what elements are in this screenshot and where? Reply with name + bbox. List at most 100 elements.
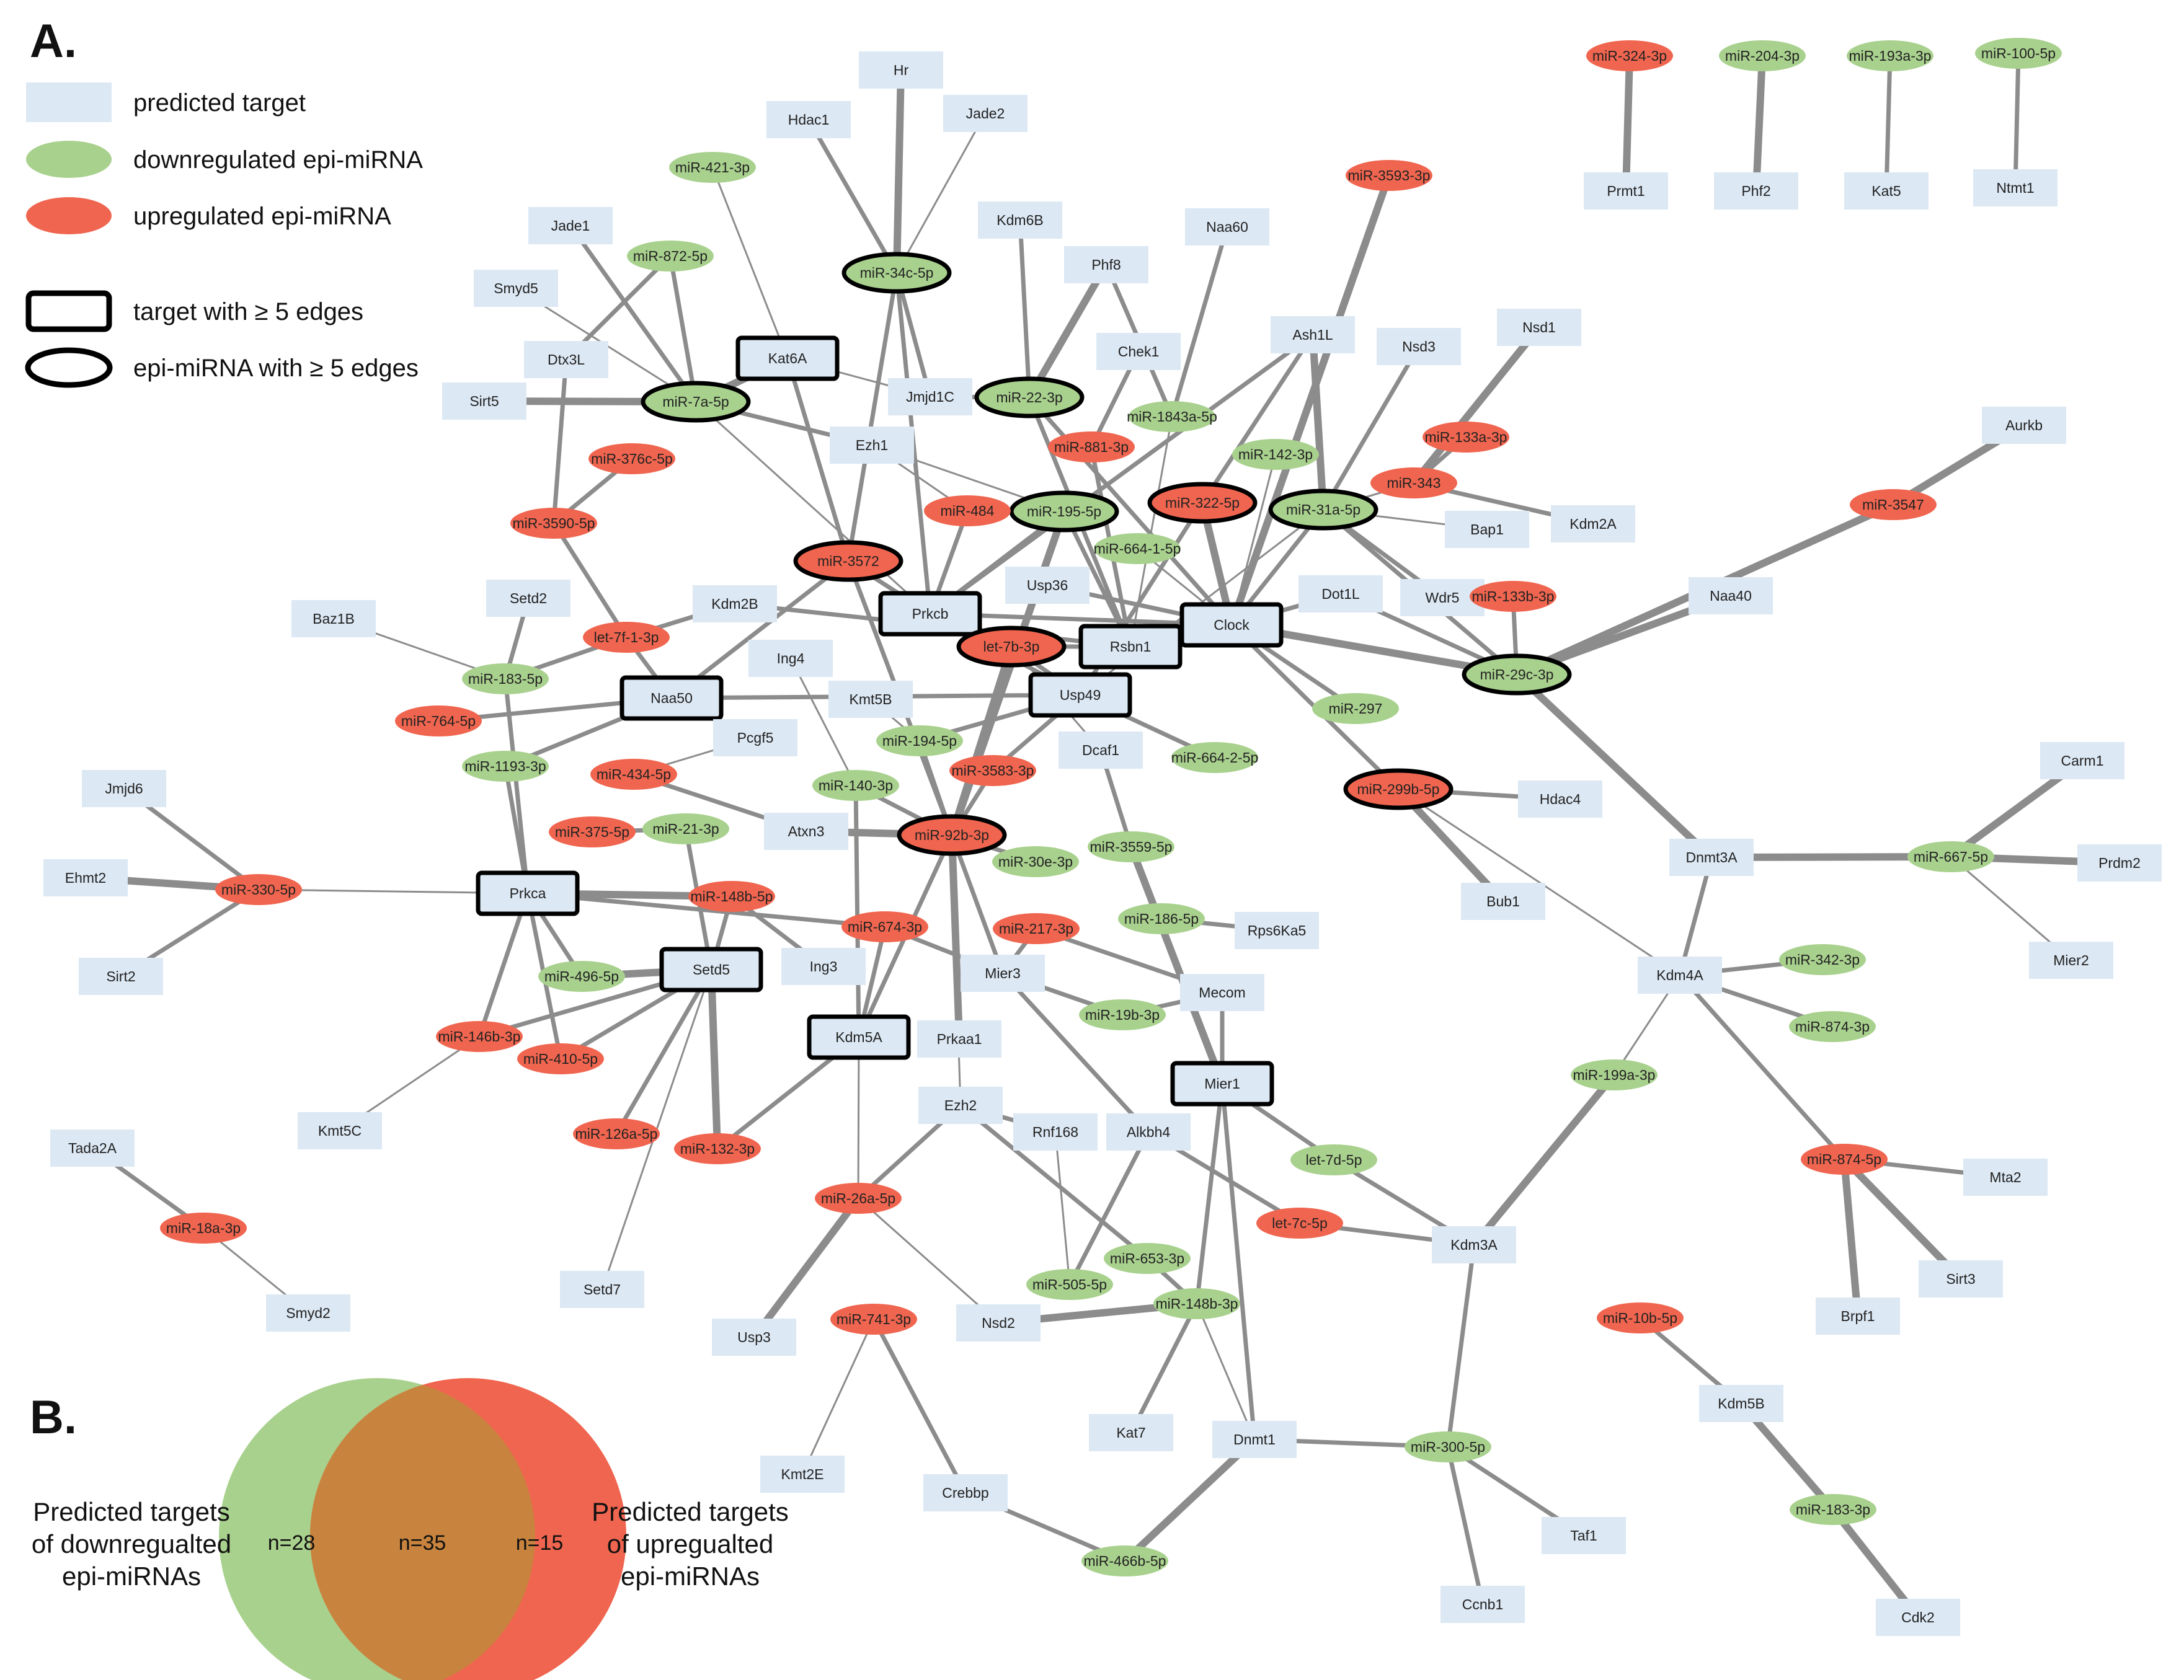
node-prmt1[interactable]: Prmt1: [1584, 172, 1668, 210]
node-let-7d-5p[interactable]: let-7d-5p: [1290, 1144, 1377, 1175]
node-mir-21-3p[interactable]: miR-21-3p: [642, 813, 729, 844]
node-kdm3a[interactable]: Kdm3A: [1432, 1226, 1516, 1263]
node-mir-19b-3p[interactable]: miR-19b-3p: [1079, 999, 1166, 1030]
node-mir-300-5p[interactable]: miR-300-5p: [1405, 1431, 1491, 1462]
node-kdm6b[interactable]: Kdm6B: [978, 201, 1062, 239]
node-mir-741-3p[interactable]: miR-741-3p: [830, 1304, 917, 1335]
node-ing4[interactable]: Ing4: [748, 640, 833, 677]
node-bub1[interactable]: Bub1: [1461, 883, 1545, 920]
node-mir-204-3p[interactable]: miR-204-3p: [1719, 40, 1806, 71]
node-mir-764-5p[interactable]: miR-764-5p: [395, 705, 482, 736]
node-ing3[interactable]: Ing3: [781, 948, 866, 985]
node-mir-31a-5p[interactable]: miR-31a-5p: [1268, 489, 1378, 531]
node-phf8[interactable]: Phf8: [1064, 246, 1148, 283]
node-mir-342-3p[interactable]: miR-342-3p: [1779, 944, 1866, 975]
node-mir-421-3p[interactable]: miR-421-3p: [669, 152, 756, 183]
node-nsd1[interactable]: Nsd1: [1497, 309, 1581, 346]
node-mir-133a-3p[interactable]: miR-133a-3p: [1423, 422, 1509, 453]
node-setd5[interactable]: Setd5: [659, 947, 763, 993]
node-mier3[interactable]: Mier3: [961, 955, 1045, 992]
node-mir-881-3p[interactable]: miR-881-3p: [1048, 431, 1135, 462]
node-carm1[interactable]: Carm1: [2040, 742, 2124, 779]
node-jmjd6[interactable]: Jmjd6: [82, 770, 166, 807]
node-tada2a[interactable]: Tada2A: [50, 1130, 135, 1167]
node-kdm5b[interactable]: Kdm5B: [1699, 1385, 1783, 1422]
node-kdm5a[interactable]: Kdm5A: [807, 1014, 911, 1060]
node-mir-148b-3p[interactable]: miR-148b-3p: [1153, 1288, 1240, 1319]
node-ash1l[interactable]: Ash1L: [1271, 316, 1355, 353]
node-jade2[interactable]: Jade2: [943, 95, 1028, 132]
node-mir-183-3p[interactable]: miR-183-3p: [1790, 1494, 1876, 1525]
node-mir-376c-5p[interactable]: miR-376c-5p: [588, 443, 675, 474]
node-alkbh4[interactable]: Alkbh4: [1106, 1113, 1191, 1151]
node-mir-324-3p[interactable]: miR-324-3p: [1586, 40, 1673, 71]
node-setd7[interactable]: Setd7: [560, 1271, 644, 1308]
node-phf2[interactable]: Phf2: [1714, 172, 1798, 210]
node-dot1l[interactable]: Dot1L: [1298, 575, 1383, 612]
node-mir-664-2-5p[interactable]: miR-664-2-5p: [1171, 742, 1259, 773]
node-mir-194-5p[interactable]: miR-194-5p: [876, 725, 963, 756]
node-prdm2[interactable]: Prdm2: [2077, 844, 2162, 882]
node-let-7f-1-3p[interactable]: let-7f-1-3p: [583, 622, 670, 653]
node-jmjd1c[interactable]: Jmjd1C: [888, 378, 972, 415]
node-mir-330-5p[interactable]: miR-330-5p: [215, 874, 302, 905]
node-hr[interactable]: Hr: [859, 51, 943, 89]
node-mir-410-5p[interactable]: miR-410-5p: [517, 1043, 604, 1074]
node-mir-3572[interactable]: miR-3572: [793, 540, 903, 582]
node-hdac1[interactable]: Hdac1: [766, 101, 851, 138]
node-ezh1[interactable]: Ezh1: [830, 427, 914, 464]
node-kmt2e[interactable]: Kmt2E: [760, 1456, 845, 1493]
node-clock[interactable]: Clock: [1179, 602, 1284, 648]
node-mir-7a-5p[interactable]: miR-7a-5p: [641, 381, 751, 423]
node-mir-872-5p[interactable]: miR-872-5p: [627, 241, 714, 272]
node-taf1[interactable]: Taf1: [1542, 1517, 1626, 1554]
node-mir-146b-3p[interactable]: miR-146b-3p: [436, 1021, 523, 1052]
node-pcgf5[interactable]: Pcgf5: [713, 719, 797, 756]
node-prkaa1[interactable]: Prkaa1: [917, 1020, 1001, 1058]
node-dcaf1[interactable]: Dcaf1: [1059, 732, 1143, 769]
node-ezh2[interactable]: Ezh2: [918, 1087, 1003, 1124]
node-mir-126a-5p[interactable]: miR-126a-5p: [573, 1118, 660, 1149]
node-mir-217-3p[interactable]: miR-217-3p: [993, 913, 1080, 944]
node-mier2[interactable]: Mier2: [2029, 942, 2113, 979]
node-kdm2b[interactable]: Kdm2B: [693, 585, 777, 622]
node-mta2[interactable]: Mta2: [1963, 1159, 2048, 1196]
node-mir-1193-3p[interactable]: miR-1193-3p: [462, 751, 549, 782]
node-crebbp[interactable]: Crebbp: [923, 1474, 1008, 1511]
node-rsbn1[interactable]: Rsbn1: [1078, 624, 1183, 670]
node-ehmt2[interactable]: Ehmt2: [43, 859, 128, 896]
node-mir-132-3p[interactable]: miR-132-3p: [674, 1133, 761, 1164]
node-mir-34c-5p[interactable]: miR-34c-5p: [841, 252, 952, 294]
node-nsd2[interactable]: Nsd2: [956, 1304, 1041, 1342]
node-sirt2[interactable]: Sirt2: [79, 958, 163, 995]
node-mir-140-3p[interactable]: miR-140-3p: [812, 770, 899, 801]
node-mir-496-5p[interactable]: miR-496-5p: [538, 961, 625, 992]
node-dnmt1[interactable]: Dnmt1: [1212, 1421, 1297, 1458]
node-atxn3[interactable]: Atxn3: [764, 813, 848, 850]
node-mir-322-5p[interactable]: miR-322-5p: [1147, 482, 1258, 524]
node-bap1[interactable]: Bap1: [1445, 511, 1529, 548]
node-kmt5c[interactable]: Kmt5C: [298, 1112, 382, 1149]
node-hdac4[interactable]: Hdac4: [1518, 780, 1602, 818]
node-mir-199a-3p[interactable]: miR-199a-3p: [1571, 1059, 1658, 1090]
node-baz1b[interactable]: Baz1B: [291, 600, 376, 637]
node-kdm4a[interactable]: Kdm4A: [1638, 957, 1722, 994]
node-mir-484[interactable]: miR-484: [924, 495, 1011, 526]
node-usp3[interactable]: Usp3: [712, 1319, 796, 1356]
node-mir-874-3p[interactable]: miR-874-3p: [1789, 1011, 1876, 1042]
node-mir-343[interactable]: miR-343: [1370, 467, 1457, 498]
node-mir-22-3p[interactable]: miR-22-3p: [974, 376, 1085, 418]
node-prkcb[interactable]: Prkcb: [878, 591, 982, 637]
node-aurkb[interactable]: Aurkb: [1982, 407, 2066, 444]
node-mir-3547[interactable]: miR-3547: [1850, 489, 1937, 520]
node-mir-3583-3p[interactable]: miR-3583-3p: [949, 755, 1036, 786]
node-mir-505-5p[interactable]: miR-505-5p: [1026, 1269, 1113, 1300]
node-mir-653-3p[interactable]: miR-653-3p: [1104, 1243, 1191, 1274]
node-dtx3l[interactable]: Dtx3L: [524, 341, 608, 378]
node-mir-674-3p[interactable]: miR-674-3p: [841, 911, 928, 942]
node-mir-466b-5p[interactable]: miR-466b-5p: [1081, 1545, 1168, 1576]
node-nsd3[interactable]: Nsd3: [1377, 328, 1461, 365]
node-mir-434-5p[interactable]: miR-434-5p: [590, 759, 677, 790]
node-kmt5b[interactable]: Kmt5B: [828, 681, 913, 718]
node-prkca[interactable]: Prkca: [476, 870, 580, 916]
